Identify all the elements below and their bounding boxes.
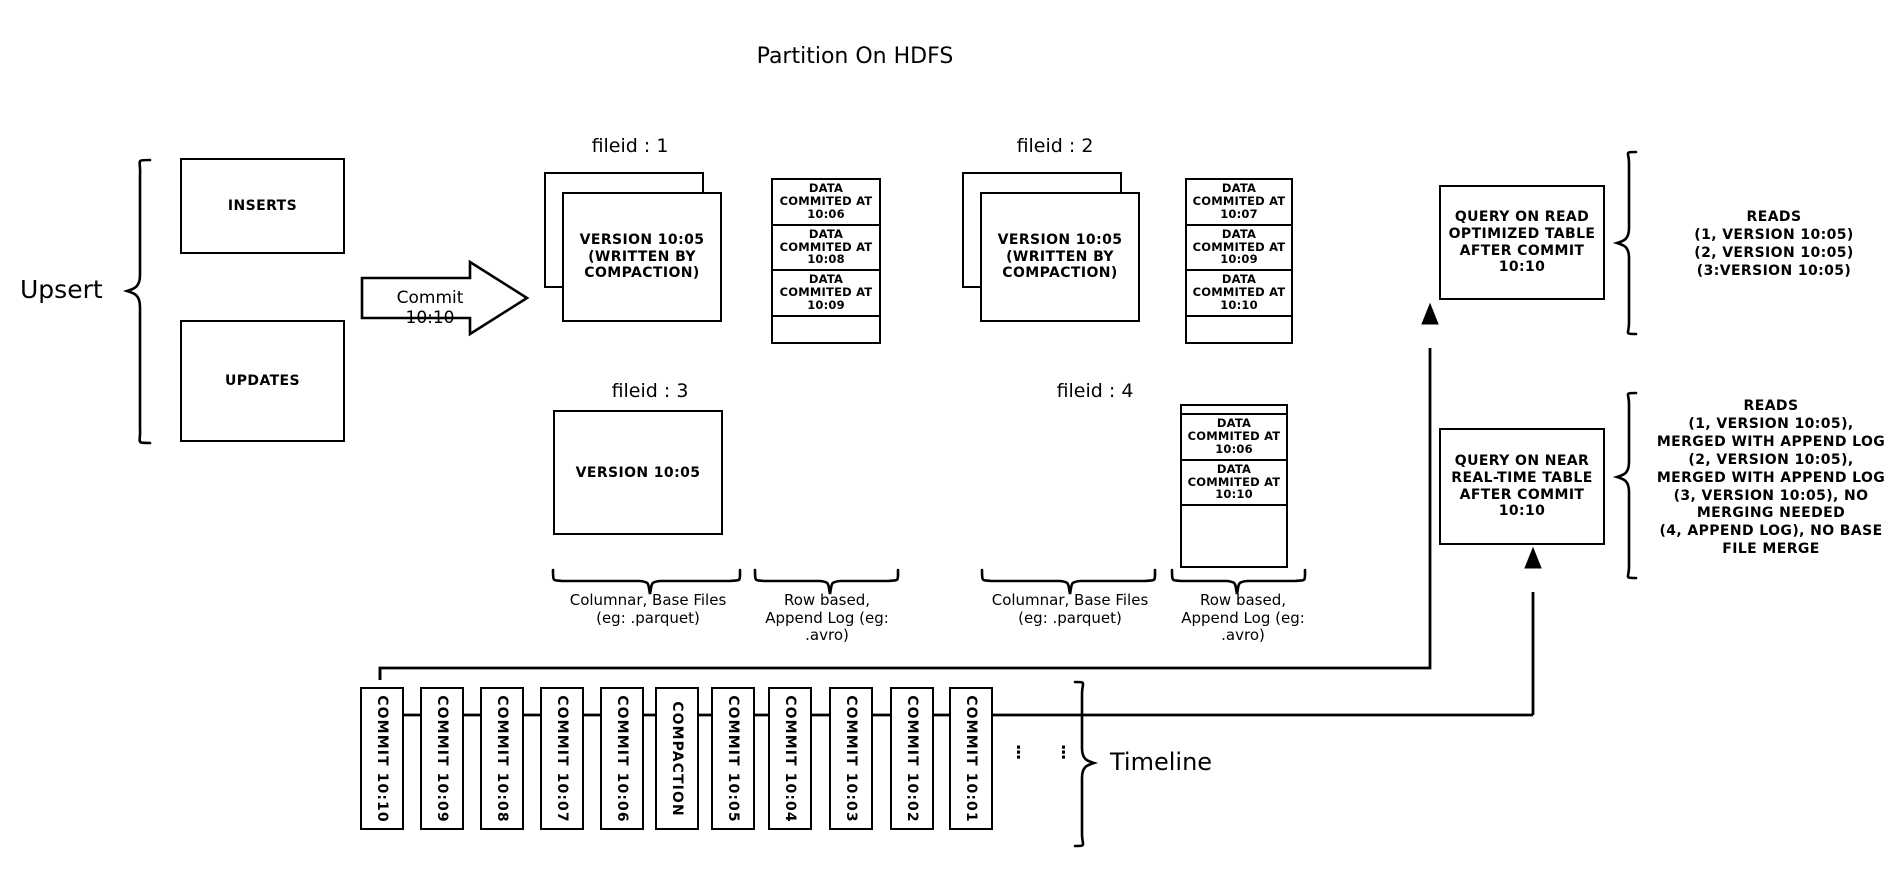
timeline-cell[interactable]: COMMIT 10:06: [600, 687, 644, 830]
brace-reads-nrt: [1612, 391, 1638, 580]
timeline-to-nrt-arrowhead: [1524, 546, 1542, 569]
timeline-cell-label: COMMIT 10:01: [963, 694, 979, 823]
query-read-optimized-box[interactable]: QUERY ON READ OPTIMIZED TABLE AFTER COMM…: [1439, 185, 1605, 300]
timeline-label: Timeline: [1110, 748, 1213, 776]
fileid-2-header: fileid : 2: [1016, 135, 1094, 157]
log-row: DATA COMMITED AT 10:09: [1187, 226, 1291, 272]
log-row: DATA COMMITED AT 10:06: [1182, 415, 1286, 461]
fileid-1-base-file[interactable]: VERSION 10:05 (WRITTEN BY COMPACTION): [562, 192, 722, 322]
reads-near-real-time: READS (1, VERSION 10:05), MERGED WITH AP…: [1656, 398, 1886, 558]
fileid-4-header: fileid : 4: [1056, 380, 1134, 402]
query-near-real-time-box[interactable]: QUERY ON NEAR REAL-TIME TABLE AFTER COMM…: [1439, 428, 1605, 545]
timeline-cell-compaction[interactable]: COMPACTION: [655, 687, 699, 830]
fileid-3-header: fileid : 3: [611, 380, 689, 402]
upsert-brace: [122, 158, 152, 445]
log-empty-space: [1187, 317, 1291, 365]
timeline-cell-label: COMMIT 10:05: [725, 694, 741, 823]
timeline-cell[interactable]: COMMIT 10:01: [949, 687, 993, 830]
timeline-cell-label: COMPACTION: [669, 700, 685, 817]
inserts-box[interactable]: INSERTS: [180, 158, 345, 254]
brace-log-left: [753, 568, 900, 595]
brace-timeline: [1073, 680, 1099, 848]
timeline-cell-label: COMMIT 10:08: [494, 694, 510, 823]
timeline-to-ro-arrowhead: [1421, 302, 1439, 325]
log-row: DATA COMMITED AT 10:06: [773, 180, 879, 226]
timeline-cell-label: COMMIT 10:09: [434, 694, 450, 823]
timeline-cell[interactable]: COMMIT 10:02: [890, 687, 934, 830]
log-top-strip: [1182, 406, 1286, 415]
timeline-cell[interactable]: COMMIT 10:10: [360, 687, 404, 830]
timeline-cell-label: COMMIT 10:02: [904, 694, 920, 823]
timeline-cell-label: COMMIT 10:06: [614, 694, 630, 823]
timeline-cell-label: COMMIT 10:10: [374, 694, 390, 823]
fileid-1-header: fileid : 1: [591, 135, 669, 157]
log-row: DATA COMMITED AT 10:10: [1182, 461, 1286, 507]
caption-append-log-right: Row based, Append Log (eg: .avro): [1181, 591, 1305, 645]
fileid-2-base-file[interactable]: VERSION 10:05 (WRITTEN BY COMPACTION): [980, 192, 1140, 322]
brace-base-left: [551, 568, 742, 595]
brace-reads-ro: [1612, 150, 1638, 336]
log-row: DATA COMMITED AT 10:10: [1187, 271, 1291, 317]
query-near-real-time-label: QUERY ON NEAR REAL-TIME TABLE AFTER COMM…: [1451, 453, 1593, 520]
log-empty-space: [1182, 506, 1286, 568]
timeline-cell[interactable]: COMMIT 10:08: [480, 687, 524, 830]
fileid-2-base-file-label: VERSION 10:05 (WRITTEN BY COMPACTION): [997, 232, 1123, 282]
updates-label: UPDATES: [225, 373, 300, 389]
log-row: DATA COMMITED AT 10:07: [1187, 180, 1291, 226]
timeline-ellipsis-1: ⋮: [1010, 743, 1027, 763]
timeline-cell[interactable]: COMMIT 10:04: [768, 687, 812, 830]
caption-append-log-left: Row based, Append Log (eg: .avro): [765, 591, 889, 645]
log-row: DATA COMMITED AT 10:09: [773, 271, 879, 317]
caption-base-files-right: Columnar, Base Files (eg: .parquet): [991, 591, 1149, 627]
brace-log-right: [1170, 568, 1307, 595]
timeline-ellipsis-2: ⋮: [1055, 743, 1072, 763]
fileid-1-base-file-label: VERSION 10:05 (WRITTEN BY COMPACTION): [579, 232, 705, 282]
fileid-2-log-file[interactable]: DATA COMMITED AT 10:07 DATA COMMITED AT …: [1185, 178, 1293, 344]
timeline-cell[interactable]: COMMIT 10:09: [420, 687, 464, 830]
reads-read-optimized: READS (1, VERSION 10:05) (2, VERSION 10:…: [1694, 209, 1854, 279]
query-read-optimized-label: QUERY ON READ OPTIMIZED TABLE AFTER COMM…: [1448, 209, 1596, 276]
fileid-3-base-file[interactable]: VERSION 10:05: [553, 410, 723, 535]
upsert-label: Upsert: [20, 275, 103, 304]
updates-box[interactable]: UPDATES: [180, 320, 345, 442]
inserts-label: INSERTS: [227, 198, 298, 214]
commit-arrow-label: Commit 10:10: [396, 288, 464, 329]
log-row: DATA COMMITED AT 10:08: [773, 226, 879, 272]
fileid-1-log-file[interactable]: DATA COMMITED AT 10:06 DATA COMMITED AT …: [771, 178, 881, 344]
page-title: Partition On HDFS: [756, 44, 954, 69]
timeline-cell[interactable]: COMMIT 10:07: [540, 687, 584, 830]
caption-base-files-left: Columnar, Base Files (eg: .parquet): [569, 591, 727, 627]
fileid-3-base-file-label: VERSION 10:05: [575, 464, 701, 481]
fileid-4-log-file[interactable]: DATA COMMITED AT 10:06 DATA COMMITED AT …: [1180, 404, 1288, 568]
timeline-cell-label: COMMIT 10:07: [554, 694, 570, 823]
timeline-cell[interactable]: COMMIT 10:05: [711, 687, 755, 830]
commit-arrow-shape: [360, 259, 530, 337]
log-empty-space: [773, 317, 879, 365]
timeline-cell-label: COMMIT 10:04: [782, 694, 798, 823]
brace-base-right: [980, 568, 1157, 595]
timeline-cell-label: COMMIT 10:03: [843, 694, 859, 823]
timeline-cell[interactable]: COMMIT 10:03: [829, 687, 873, 830]
